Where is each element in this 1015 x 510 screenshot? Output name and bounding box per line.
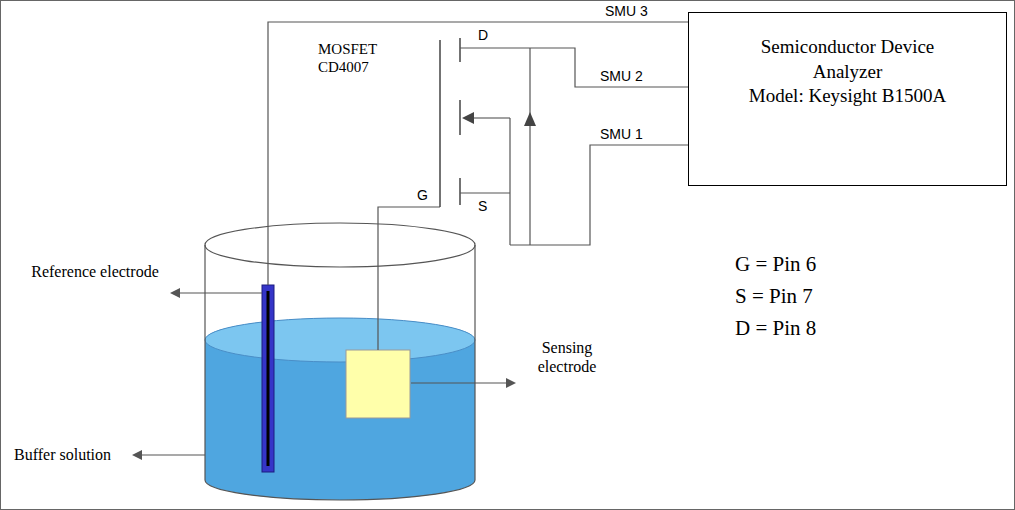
label-holder: SMU 1 xyxy=(600,126,643,142)
callout-label: Sensing electrode xyxy=(538,339,597,375)
leader-line xyxy=(411,382,508,383)
callout-label: Reference electrode xyxy=(31,263,158,280)
analyzer-box: Semiconductor Device AnalyzerModel: Keys… xyxy=(688,12,1007,186)
buffer-liquid xyxy=(205,318,475,500)
pin-note: S = Pin 7 xyxy=(735,284,813,308)
wire xyxy=(378,207,440,350)
arrow-head xyxy=(506,378,516,388)
label-holder: D xyxy=(478,27,488,43)
sensing-electrode xyxy=(346,350,410,418)
arrow-head xyxy=(132,450,142,460)
body-arrow xyxy=(472,117,510,118)
arrow-head xyxy=(462,112,474,124)
beaker-wall xyxy=(474,245,475,480)
box-body: Model: Keysight B1500A xyxy=(699,84,996,109)
channel xyxy=(459,100,461,135)
label-holder: Buffer solution xyxy=(14,445,111,464)
label-holder: D = Pin 8 xyxy=(735,316,816,341)
label-holder: S xyxy=(478,198,487,214)
label-holder: S = Pin 7 xyxy=(735,284,813,309)
channel xyxy=(459,38,461,62)
arrow-head xyxy=(170,288,180,298)
callout-label: Buffer solution xyxy=(14,446,111,463)
wire xyxy=(460,192,510,193)
wire xyxy=(510,145,688,245)
signal-name: SMU 1 xyxy=(600,126,643,142)
label-holder: G = Pin 6 xyxy=(735,252,816,277)
reference-electrode xyxy=(262,285,274,472)
leader-line xyxy=(178,292,262,293)
beaker-rim xyxy=(205,223,475,267)
leader-line xyxy=(140,454,205,455)
part-name: MOSFET CD4007 xyxy=(318,41,377,75)
label-holder: SMU 3 xyxy=(605,3,648,19)
wire xyxy=(529,48,530,245)
label-holder: G xyxy=(417,187,428,203)
channel xyxy=(459,178,461,205)
pin-name: G xyxy=(417,187,428,203)
label-holder: MOSFET CD4007 xyxy=(318,40,382,76)
liquid-surface xyxy=(205,318,475,362)
arrow-head xyxy=(524,112,536,126)
box-heading: Semiconductor Device Analyzer xyxy=(753,35,943,84)
signal-name: SMU 3 xyxy=(605,3,648,19)
wire xyxy=(268,22,688,285)
wire xyxy=(460,48,688,87)
label-holder: Reference electrode xyxy=(30,262,160,281)
pin-name: S xyxy=(478,198,487,214)
label-holder: SMU 2 xyxy=(600,68,643,84)
label-holder: Sensing electrode xyxy=(522,338,612,376)
electrode-core xyxy=(267,291,270,466)
pin-name: D xyxy=(478,27,488,43)
wire xyxy=(509,118,510,245)
beaker-bottom xyxy=(205,480,475,500)
signal-name: SMU 2 xyxy=(600,68,643,84)
beaker-wall xyxy=(204,245,205,480)
gate-plate xyxy=(439,40,441,207)
pin-note: D = Pin 8 xyxy=(735,316,816,340)
pin-note: G = Pin 6 xyxy=(735,252,816,276)
